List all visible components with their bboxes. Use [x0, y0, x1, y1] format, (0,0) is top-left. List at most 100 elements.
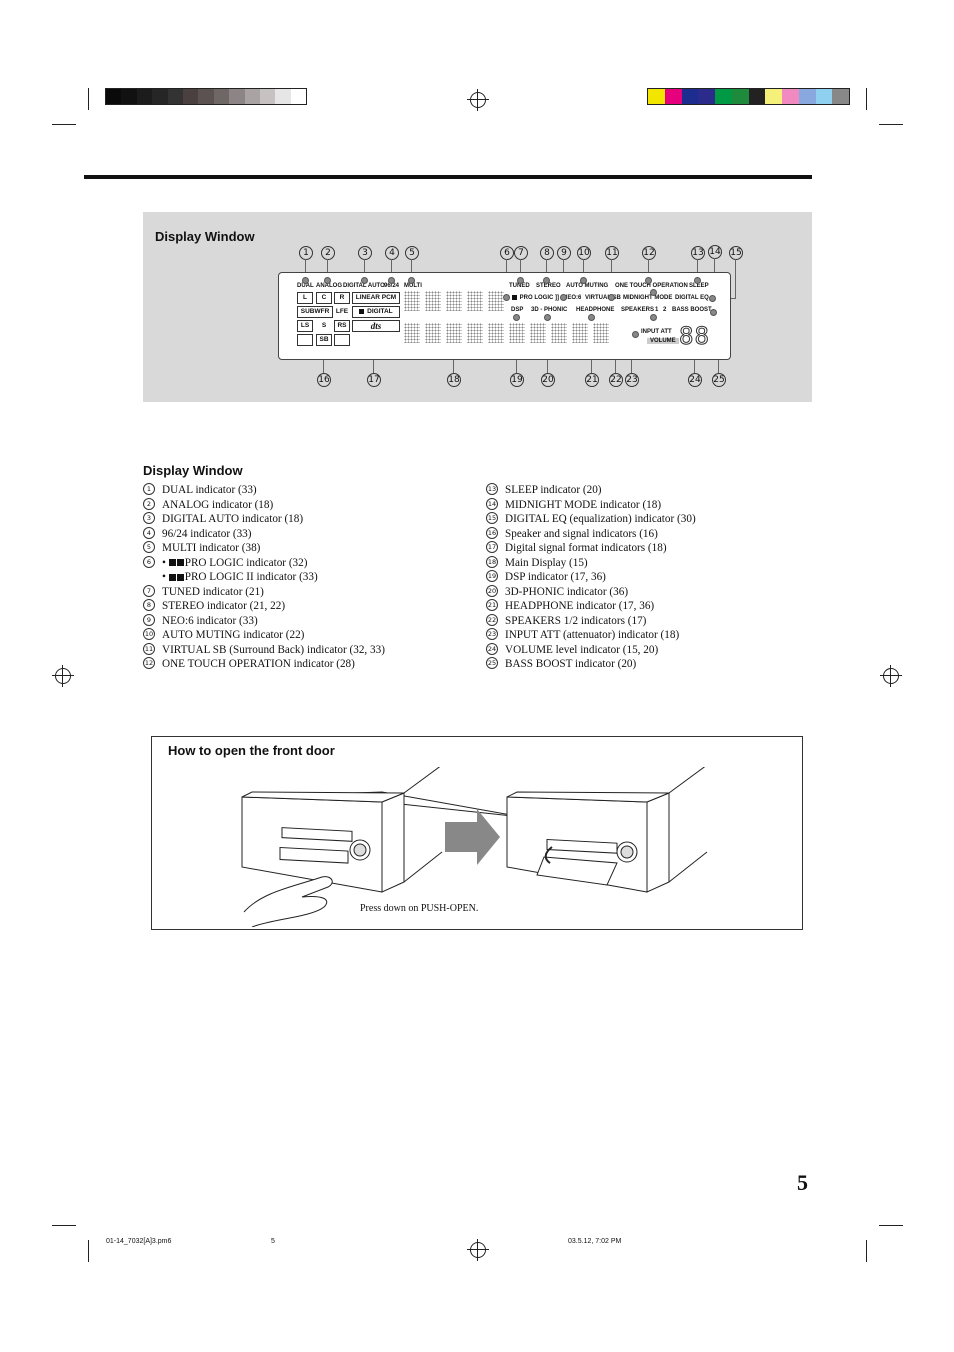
color-swatch: [229, 89, 245, 104]
color-swatch: [715, 89, 732, 104]
legend-number: 14: [486, 497, 498, 510]
leader-line: [364, 259, 365, 281]
crop-mark: [88, 88, 89, 110]
leader-line: [305, 259, 306, 281]
legend-text: VOLUME level indicator (15, 20): [505, 643, 659, 656]
legend-number: 3: [143, 512, 155, 525]
legend-text: 3D-PHONIC indicator (36): [505, 585, 629, 598]
color-swatch: [106, 89, 122, 104]
leader-line: [411, 259, 412, 281]
indicator-dot: [408, 277, 415, 284]
dual-indicator: DUAL: [297, 283, 314, 289]
channel-c: C: [316, 292, 332, 304]
dolby-icon: [176, 559, 184, 567]
legend-number: 18: [486, 555, 498, 568]
matrix-character: [425, 291, 441, 311]
indicator-dot: [543, 277, 550, 284]
callout-8: 8: [540, 246, 554, 260]
legend-number: 15: [486, 512, 498, 525]
legend-number: 25: [486, 657, 498, 670]
leader-line: [391, 259, 392, 281]
page-number: 5: [797, 1170, 808, 1195]
indicator-dot: [645, 277, 652, 284]
legend-text: PRO LOGIC indicator (32): [184, 556, 308, 569]
crop-mark: [52, 124, 76, 125]
legend-text: TUNED indicator (21): [162, 585, 264, 598]
legend-item: 6• PRO LOGIC indicator (32): [143, 555, 385, 571]
stereo-indicator: STEREO: [536, 283, 561, 289]
matrix-character: [509, 323, 525, 343]
volume-digits: 88: [679, 322, 710, 351]
legend-text: DIGITAL AUTO indicator (18): [162, 513, 304, 525]
color-swatch: [815, 89, 833, 104]
registration-mark-icon: [467, 89, 489, 111]
indicator-dot: [361, 277, 368, 284]
callout-1: 1: [299, 246, 313, 260]
indicator-dot: [588, 314, 595, 321]
legend-item: 23 INPUT ATT (attenuator) indicator (18): [486, 628, 696, 643]
callout-9: 9: [557, 246, 571, 260]
color-swatch: [782, 89, 799, 104]
callout-10: 10: [577, 246, 591, 260]
dolby-icon: [168, 573, 176, 581]
legend-text: Speaker and signal indicators (16): [505, 527, 658, 540]
legend-text: NEO:6 indicator (33): [162, 614, 258, 627]
legend-item: 3 DIGITAL AUTO indicator (18): [143, 512, 385, 527]
footer-file: 01-14_7032[A]3.pm6: [106, 1238, 172, 1245]
color-swatch: [290, 89, 307, 104]
leader-line: [327, 259, 328, 281]
front-door-caption: Press down on PUSH-OPEN.: [360, 903, 479, 914]
indicator-dot: [302, 277, 309, 284]
callout-12: 12: [642, 246, 656, 260]
color-swatch: [167, 89, 183, 104]
digital-auto-indicator: DIGITAL AUTO: [343, 283, 385, 289]
legend-text: MULTI indicator (38): [162, 542, 261, 554]
matrix-character: [530, 323, 546, 343]
matrix-character: [446, 291, 462, 311]
sleep-indicator: SLEEP: [689, 283, 709, 289]
bass-boost-indicator: BASS BOOST: [672, 307, 712, 313]
channel-blank-left: [297, 334, 313, 346]
figure-title: Display Window: [155, 229, 255, 244]
leader-line: [546, 259, 547, 281]
legend-text: DIGITAL EQ (equalization) indicator (30): [505, 513, 696, 525]
analog-indicator: ANALOG: [316, 283, 342, 289]
registration-mark-icon: [880, 665, 902, 687]
legend-number: 2: [143, 497, 155, 510]
grayscale-bar: [105, 88, 307, 105]
callout-3: 3: [358, 246, 372, 260]
legend-number: 23: [486, 628, 498, 641]
one-touch-indicator: ONE TOUCH OPERATION: [615, 283, 688, 289]
legend-title: Display Window: [143, 463, 243, 478]
speakers-2-indicator: 2: [663, 307, 667, 313]
legend-text: PRO LOGIC II indicator (33): [184, 571, 318, 583]
legend-text: SLEEP indicator (20): [505, 484, 602, 496]
legend-number: 17: [486, 541, 498, 554]
legend-item: 15 DIGITAL EQ (equalization) indicator (3…: [486, 512, 696, 527]
header-rule: [84, 175, 812, 179]
crop-mark: [866, 1240, 867, 1262]
legend-text: INPUT ATT (attenuator) indicator (18): [505, 629, 680, 641]
speakers-1-indicator: 1: [655, 307, 659, 313]
color-swatch: [664, 89, 682, 104]
color-swatch: [731, 89, 749, 104]
indicator-dot: [388, 277, 395, 284]
color-swatch: [182, 89, 199, 104]
color-swatch: [198, 89, 214, 104]
color-swatch: [275, 89, 291, 104]
callout-2: 2: [321, 246, 335, 260]
matrix-character: [572, 323, 588, 343]
legend-number: 8: [143, 599, 155, 612]
indicator-dot: [608, 294, 615, 301]
legend-number: 16: [486, 526, 498, 539]
callout-25: 25: [712, 373, 726, 387]
